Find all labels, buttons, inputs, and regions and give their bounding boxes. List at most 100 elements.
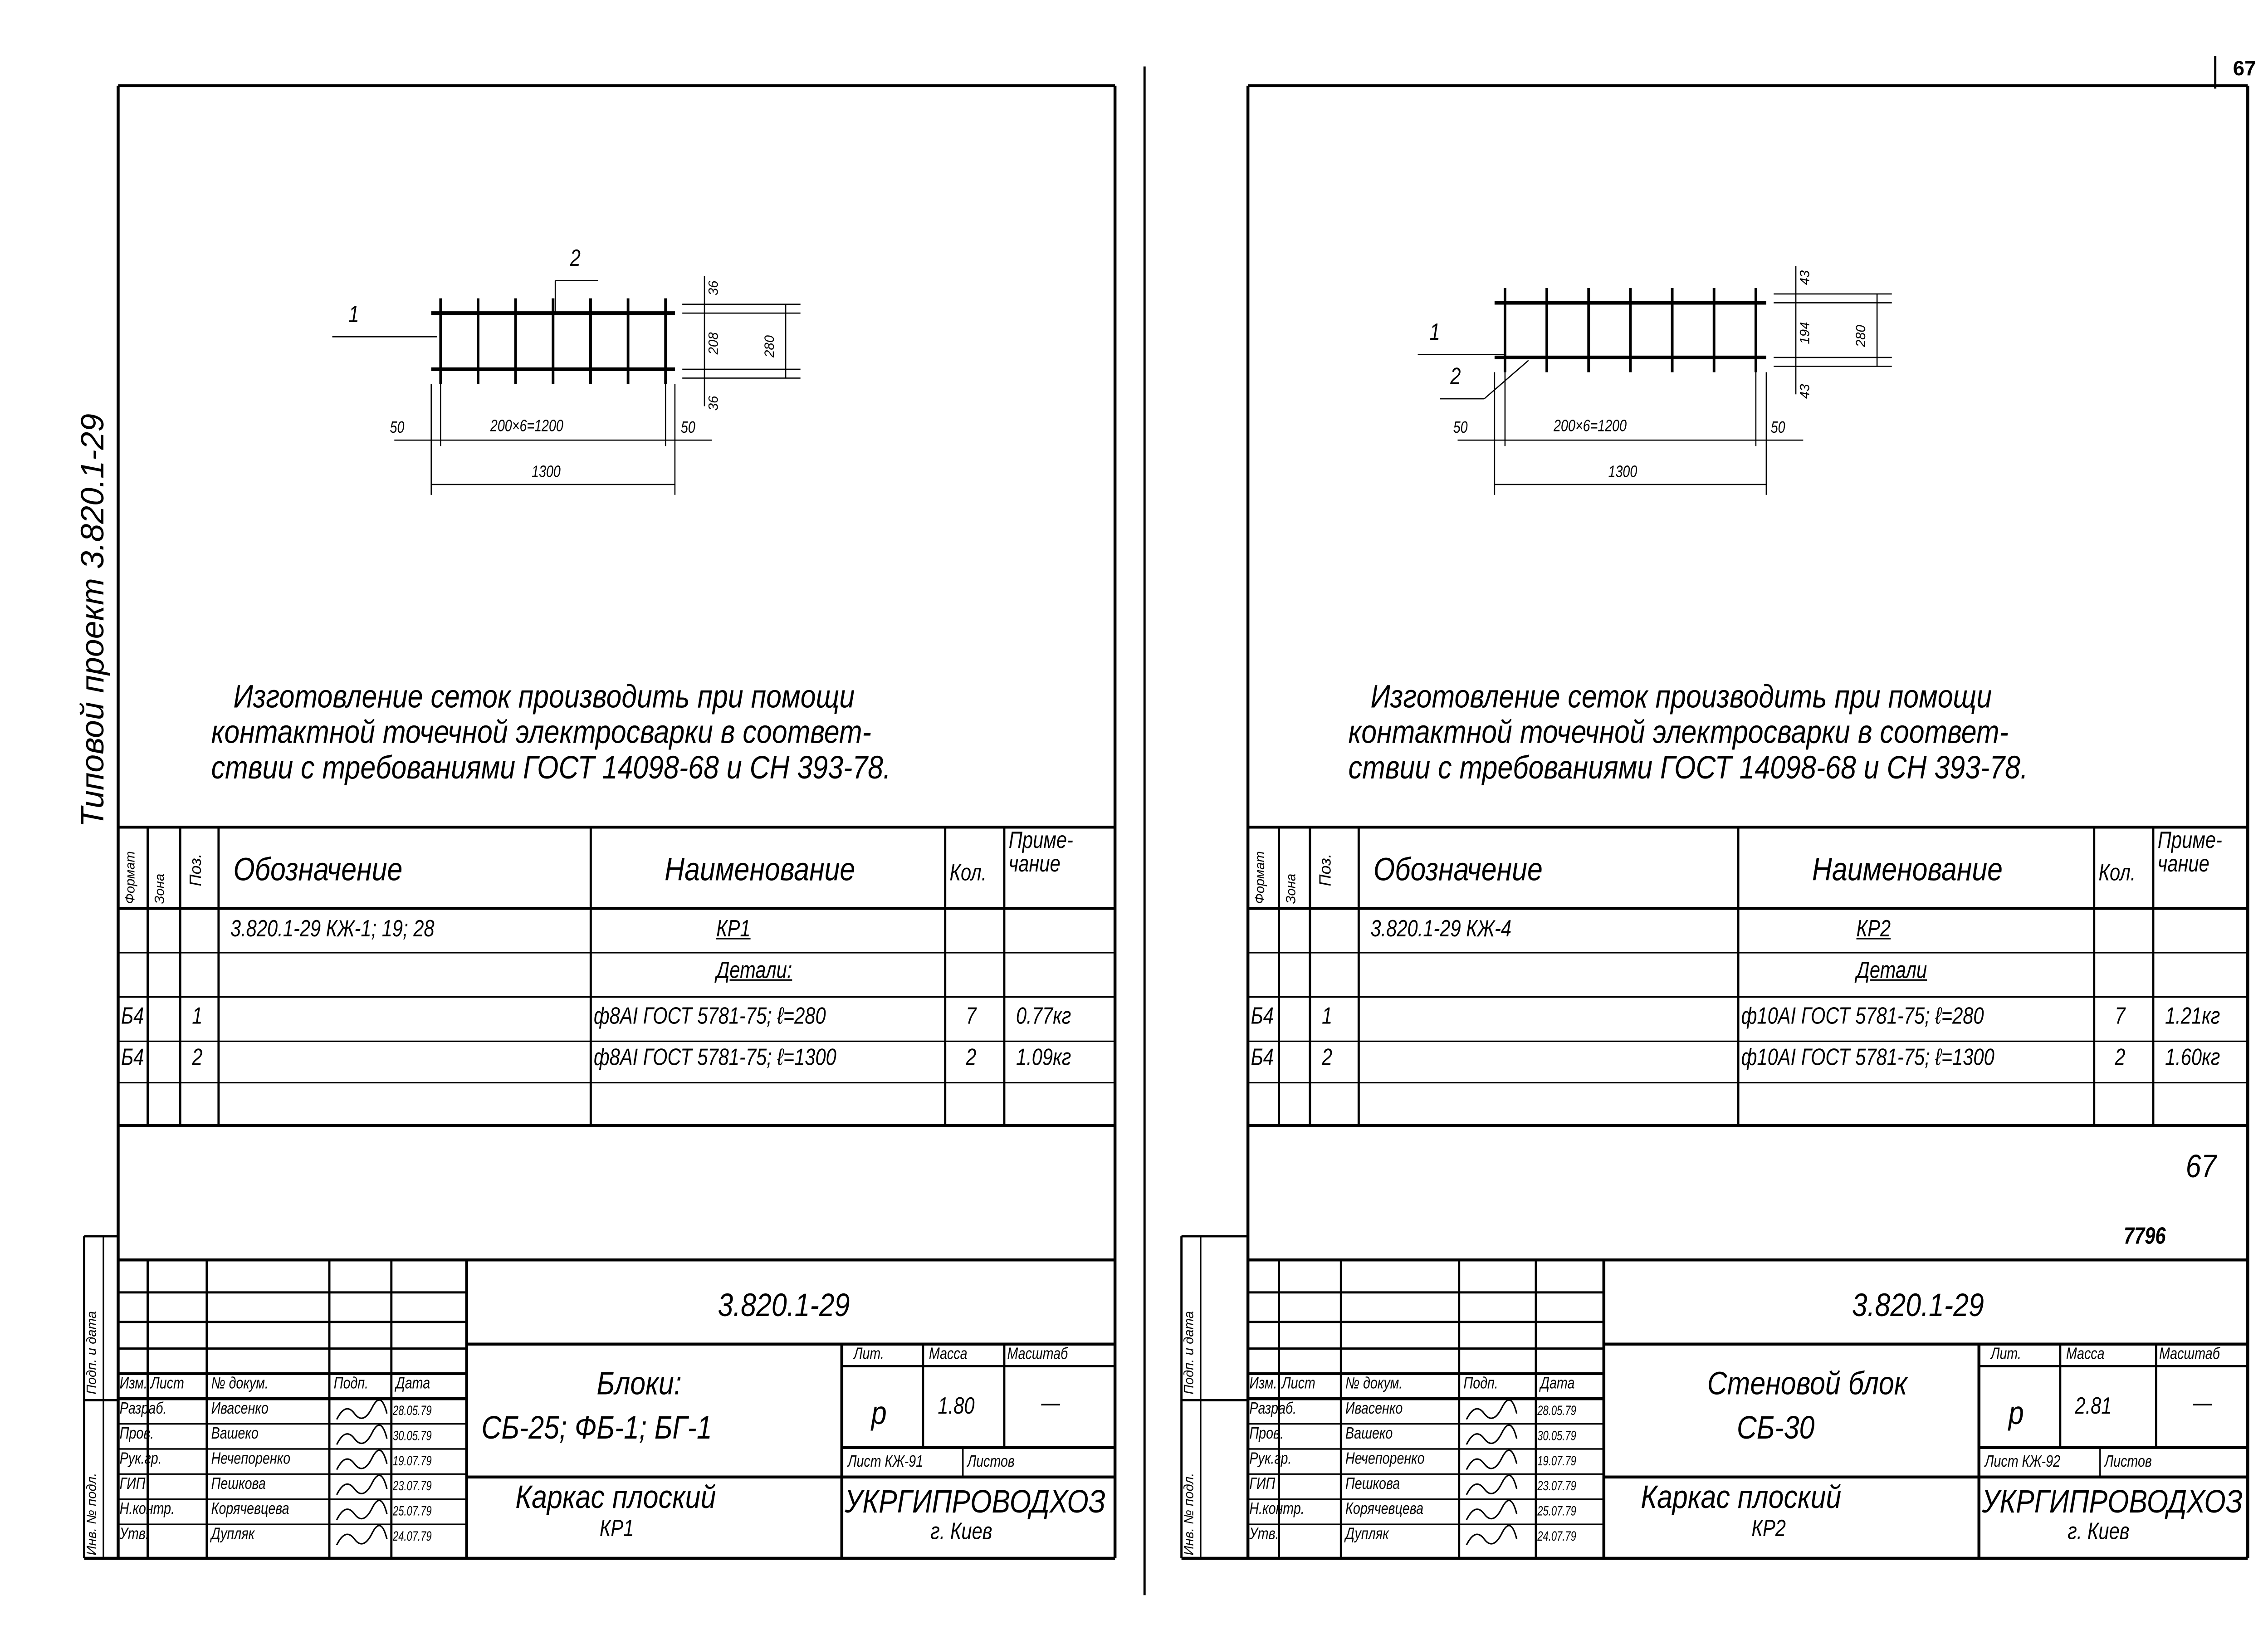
signature-role: Н.контр. <box>119 1500 175 1518</box>
row-qty: 7 <box>966 1004 977 1030</box>
position-2-label: 2 <box>1450 365 1461 390</box>
signature-date: 23.07.79 <box>393 1478 432 1493</box>
lit-value: р <box>871 1394 887 1431</box>
page-number: 67 <box>2233 56 2256 80</box>
side-sign-date: Подп. и дата <box>84 1311 99 1395</box>
signature-role: Рук.гр. <box>1249 1450 1292 1469</box>
signature-name: Ивасенко <box>211 1400 269 1418</box>
handwritten-signature <box>1466 1399 1518 1420</box>
handwritten-signature <box>1466 1424 1518 1445</box>
note-line: ствии с требованиями ГОСТ 14098-68 и СН … <box>1348 749 2028 786</box>
row-format: Б4 <box>1251 1004 1274 1030</box>
signature-role: ГИП <box>119 1475 146 1493</box>
note-line: ствии с требованиями ГОСТ 14098-68 и СН … <box>211 749 891 786</box>
signature-header: Дата <box>396 1375 430 1393</box>
signature-role: Утв. <box>1249 1526 1279 1544</box>
header-name: Наименование <box>1812 851 2003 888</box>
handwritten-signature <box>1466 1474 1518 1495</box>
dim-v2: 194 <box>1797 322 1812 344</box>
signature-role: Рук.гр. <box>119 1450 162 1469</box>
sheets-label: Листов <box>967 1453 1015 1471</box>
row-position: 1 <box>192 1004 203 1030</box>
signature-name: Корячевцева <box>211 1500 289 1518</box>
signature-date: 19.07.79 <box>1537 1453 1576 1469</box>
header-zone: Зона <box>1283 873 1298 904</box>
side-inv-number: Инв. № подл. <box>84 1473 99 1556</box>
title-line-1: Стеновой блок <box>1707 1365 1907 1402</box>
document-code: 3.820.1-29 <box>1852 1286 1984 1324</box>
dim-left: 50 <box>390 419 405 437</box>
dim-total: 1300 <box>531 464 560 482</box>
signature-date: 24.07.79 <box>1537 1528 1576 1544</box>
handwritten-inventory-number: 7796 <box>2123 1224 2166 1250</box>
title-line-2: СБ-25; ФБ-1; БГ-1 <box>481 1409 712 1446</box>
signature-role: Разраб. <box>119 1400 167 1418</box>
row-note: 1.09кг <box>1016 1046 1071 1071</box>
row-name: ф8АI ГОСТ 5781-75; ℓ=1300 <box>593 1046 836 1071</box>
row-format: Б4 <box>1251 1046 1274 1071</box>
signature-date: 30.05.79 <box>1537 1428 1576 1443</box>
signature-date: 25.07.79 <box>393 1503 432 1518</box>
note-line: Изготовление сеток производить при помощ… <box>1370 678 1992 715</box>
signature-name: Вашеко <box>1345 1425 1393 1443</box>
signature-role: Пров. <box>119 1425 154 1443</box>
row-name: КР2 <box>1856 917 1891 943</box>
signature-role: Пров. <box>1249 1425 1284 1443</box>
organization: УКРГИПРОВОДХОЗ <box>845 1483 1106 1520</box>
signature-header: № докум. <box>1345 1375 1403 1393</box>
note-line: контактной точечной электросварки в соот… <box>211 713 871 750</box>
dim-middle: 200×6=1200 <box>490 418 563 436</box>
signature-header: № докум. <box>211 1375 269 1393</box>
header-pos: Поз. <box>1317 853 1335 886</box>
header-zone: Зона <box>152 873 167 904</box>
signature-date: 25.07.79 <box>1537 1503 1576 1518</box>
row-designation: 3.820.1-29 КЖ-1; 19; 28 <box>230 917 435 943</box>
organization-city: г. Киев <box>930 1520 992 1545</box>
subtitle-line-1: Каркас плоский <box>1641 1478 1842 1516</box>
signature-date: 28.05.79 <box>393 1403 432 1418</box>
signature-role: ГИП <box>1249 1475 1276 1493</box>
lit-label: Лит. <box>1990 1346 2021 1364</box>
row-format: Б4 <box>121 1046 144 1071</box>
mass-label: Масса <box>929 1346 968 1364</box>
row-position: 2 <box>192 1046 203 1071</box>
signature-header: Дата <box>1540 1375 1575 1393</box>
organization-city: г. Киев <box>2068 1520 2130 1545</box>
subtitle-line-1: Каркас плоский <box>515 1478 716 1516</box>
position-1-label: 1 <box>348 303 359 328</box>
dim-right: 50 <box>680 419 695 437</box>
signature-header: Лист <box>1282 1375 1315 1393</box>
handwritten-signature <box>336 1525 388 1546</box>
margin-title: Типовой проект 3.820.1-29 <box>73 413 111 827</box>
document-code: 3.820.1-29 <box>717 1286 849 1324</box>
handwritten-signature <box>336 1499 388 1520</box>
sheet-label: Лист КЖ-92 <box>1984 1453 2061 1471</box>
dim-v1: 36 <box>706 280 721 296</box>
signature-name: Вашеко <box>211 1425 259 1443</box>
sheets-label: Листов <box>2104 1453 2152 1471</box>
row-name: ф10АI ГОСТ 5781-75; ℓ=1300 <box>1741 1046 1994 1071</box>
position-1-label: 1 <box>1429 320 1440 346</box>
dim-v2: 208 <box>706 332 721 355</box>
signature-name: Корячевцева <box>1345 1500 1424 1518</box>
header-note: Приме-чание <box>2157 828 2222 877</box>
header-qty: Кол. <box>2098 861 2136 886</box>
row-note: 1.21кг <box>2165 1004 2220 1030</box>
signature-date: 30.05.79 <box>393 1428 432 1443</box>
side-inv-number: Инв. № подл. <box>1181 1473 1197 1556</box>
handwritten-signature <box>336 1474 388 1495</box>
row-name: ф8АI ГОСТ 5781-75; ℓ=280 <box>593 1004 826 1030</box>
handwritten-signature <box>1466 1525 1518 1546</box>
signature-name: Дупляк <box>1345 1526 1389 1544</box>
row-designation: 3.820.1-29 КЖ-4 <box>1370 917 1512 943</box>
signature-name: Ивасенко <box>1345 1400 1403 1418</box>
scale-label: Масштаб <box>1007 1346 1068 1364</box>
subtitle-line-2: КР2 <box>1751 1517 1786 1542</box>
title-line-2: СБ-30 <box>1736 1409 1815 1446</box>
header-pos: Поз. <box>187 853 205 886</box>
header-qty: Кол. <box>949 861 987 886</box>
header-name: Наименование <box>665 851 855 888</box>
signature-role: Разраб. <box>1249 1400 1297 1418</box>
row-note: 0.77кг <box>1016 1004 1071 1030</box>
lit-label: Лит. <box>853 1346 884 1364</box>
